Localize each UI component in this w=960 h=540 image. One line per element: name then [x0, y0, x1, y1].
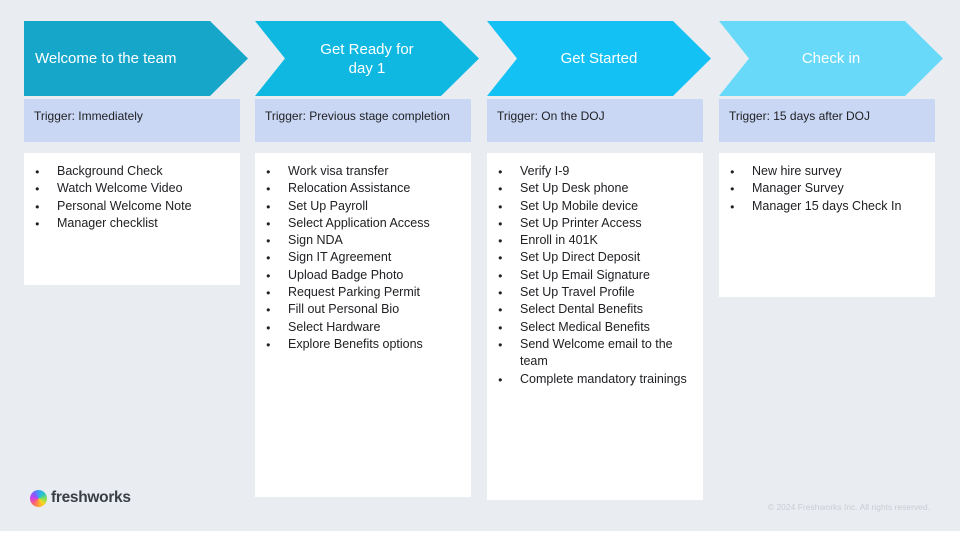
task-item: Complete mandatory trainings	[487, 371, 703, 389]
stage-column: Check in Trigger: 15 days after DOJ New …	[719, 21, 943, 297]
stage-arrow: Welcome to the team	[24, 21, 248, 96]
task-list: Verify I-9Set Up Desk phoneSet Up Mobile…	[487, 163, 703, 388]
chevron-arrow-shape	[255, 21, 479, 96]
chevron-arrow-shape	[487, 21, 711, 96]
chevron-arrow-shape	[719, 21, 943, 96]
task-card: Work visa transferRelocation AssistanceS…	[255, 153, 471, 497]
trigger-banner: Trigger: Previous stage completion	[255, 99, 471, 142]
task-list: New hire surveyManager SurveyManager 15 …	[719, 163, 935, 215]
task-item: Relocation Assistance	[255, 180, 471, 198]
task-item: Manager checklist	[24, 215, 240, 233]
stage-title: Check in	[801, 50, 861, 67]
task-card: New hire surveyManager SurveyManager 15 …	[719, 153, 935, 297]
trigger-banner: Trigger: On the DOJ	[487, 99, 703, 142]
stage-column: Get Ready for day 1 Trigger: Previous st…	[255, 21, 479, 497]
task-card: Background CheckWatch Welcome VideoPerso…	[24, 153, 240, 285]
task-item: Set Up Printer Access	[487, 215, 703, 233]
task-item: Set Up Desk phone	[487, 180, 703, 198]
copyright-text: © 2024 Freshworks Inc. All rights reserv…	[767, 502, 930, 512]
task-list: Background CheckWatch Welcome VideoPerso…	[24, 163, 240, 232]
task-item: Set Up Email Signature	[487, 267, 703, 285]
stage-column: Welcome to the team Trigger: Immediately…	[24, 21, 248, 285]
task-list: Work visa transferRelocation AssistanceS…	[255, 163, 471, 354]
task-item: Select Medical Benefits	[487, 319, 703, 337]
task-item: Explore Benefits options	[255, 336, 471, 354]
task-item: Fill out Personal Bio	[255, 301, 471, 319]
task-item: Watch Welcome Video	[24, 180, 240, 198]
task-item: Manager Survey	[719, 180, 935, 198]
trigger-banner: Trigger: 15 days after DOJ	[719, 99, 935, 142]
task-item: Verify I-9	[487, 163, 703, 181]
freshworks-logo-icon	[30, 489, 47, 507]
chevron-arrow-shape	[24, 21, 248, 96]
freshworks-logo-text: freshworks	[51, 489, 131, 506]
task-item: Sign NDA	[255, 232, 471, 250]
task-item: Upload Badge Photo	[255, 267, 471, 285]
stage-arrow: Check in	[719, 21, 943, 96]
task-item: New hire survey	[719, 163, 935, 181]
task-item: Set Up Payroll	[255, 198, 471, 216]
task-item: Set Up Mobile device	[487, 198, 703, 216]
task-item: Work visa transfer	[255, 163, 471, 181]
task-item: Enroll in 401K	[487, 232, 703, 250]
task-card: Verify I-9Set Up Desk phoneSet Up Mobile…	[487, 153, 703, 500]
task-item: Send Welcome email to the team	[487, 336, 703, 371]
stage-title: Get Ready for day 1	[320, 40, 414, 77]
task-item: Background Check	[24, 163, 240, 181]
task-item: Set Up Travel Profile	[487, 284, 703, 302]
task-item: Request Parking Permit	[255, 284, 471, 302]
trigger-banner: Trigger: Immediately	[24, 99, 240, 142]
bottom-strip	[0, 531, 960, 540]
task-item: Select Application Access	[255, 215, 471, 233]
task-item: Sign IT Agreement	[255, 249, 471, 267]
stage-title: Get Started	[560, 50, 638, 67]
task-item: Select Hardware	[255, 319, 471, 337]
task-item: Personal Welcome Note	[24, 198, 240, 216]
stage-column: Get Started Trigger: On the DOJ Verify I…	[487, 21, 711, 500]
stage-arrow: Get Ready for day 1	[255, 21, 479, 96]
task-item: Manager 15 days Check In	[719, 198, 935, 216]
task-item: Set Up Direct Deposit	[487, 249, 703, 267]
stage-arrow: Get Started	[487, 21, 711, 96]
freshworks-logo: freshworks	[30, 489, 131, 507]
stage-title: Welcome to the team	[35, 50, 177, 67]
task-item: Select Dental Benefits	[487, 301, 703, 319]
